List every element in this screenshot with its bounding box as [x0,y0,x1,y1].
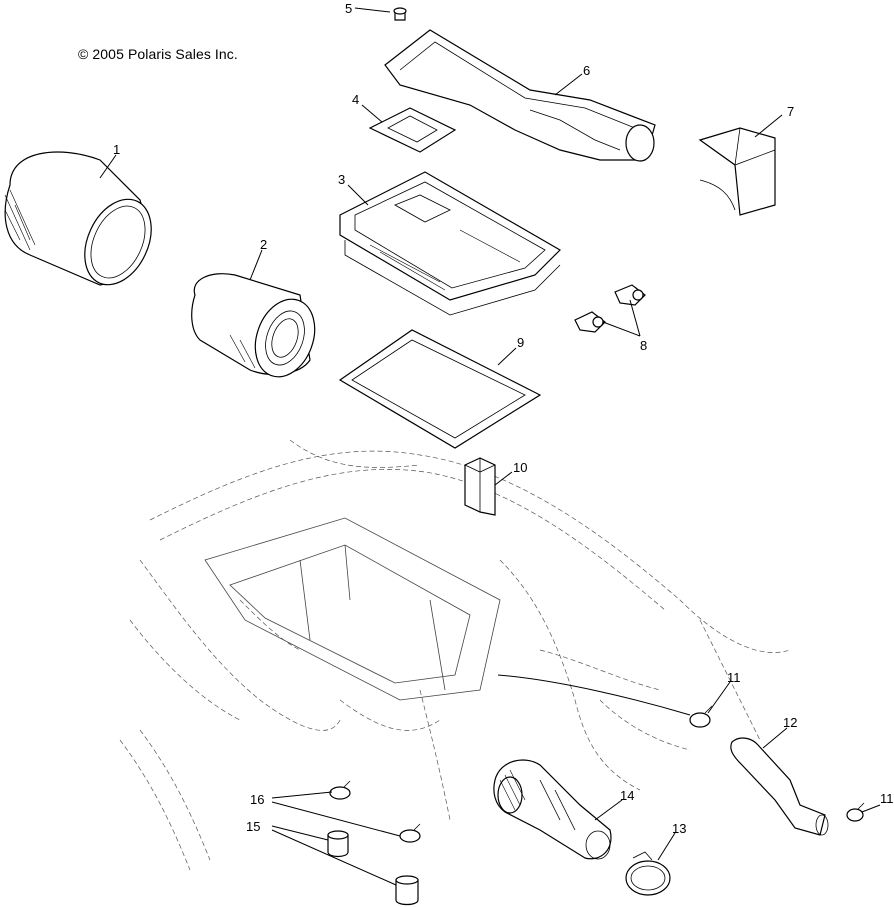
gasket-part-9 [338,329,542,449]
callout-7: 7 [787,104,794,119]
hull-background [119,439,791,871]
callout-2: 2 [260,237,267,252]
callout-13: 13 [672,821,686,836]
callout-9: 9 [517,335,524,350]
leader-lines [99,7,881,886]
filter-element-part-2 [191,273,316,378]
callout-15: 15 [246,819,260,834]
clip-part-16-upper [329,780,351,800]
clips-part-8 [574,284,646,333]
foam-block-part-10 [464,457,496,516]
callout-1: 1 [113,142,120,157]
hose-clamp-part-13 [625,851,671,896]
callout-14: 14 [620,788,634,803]
callout-3: 3 [338,172,345,187]
callout-12: 12 [783,715,797,730]
callout-11-lower: 11 [880,791,894,806]
filter-cover-part-1 [4,151,152,286]
airbox-cover-part-3 [339,171,561,316]
grommet-part-15-lower [395,875,419,906]
clip-part-16-lower [399,823,421,843]
clamp-part-11-lower [846,802,865,822]
callout-6: 6 [583,63,590,78]
callout-4: 4 [352,92,359,107]
callout-5: 5 [345,1,352,16]
clamp-part-11-upper [689,705,713,728]
plate-part-4 [368,107,457,153]
block-part-7 [698,127,776,216]
callout-labels: 1 2 3 4 5 6 7 8 9 10 11 11 12 13 14 15 1… [113,1,894,836]
fastener-part-5 [393,7,407,21]
hose-part-12 [730,737,829,836]
intake-duct-part-6 [384,29,656,162]
callout-8: 8 [640,338,647,353]
callout-10: 10 [513,460,527,475]
callout-16: 16 [250,792,264,807]
callout-11-upper: 11 [727,670,741,685]
intake-boot-part-14 [493,759,612,860]
grommet-part-15-upper [327,830,349,858]
copyright-notice: © 2005 Polaris Sales Inc. [78,46,238,62]
